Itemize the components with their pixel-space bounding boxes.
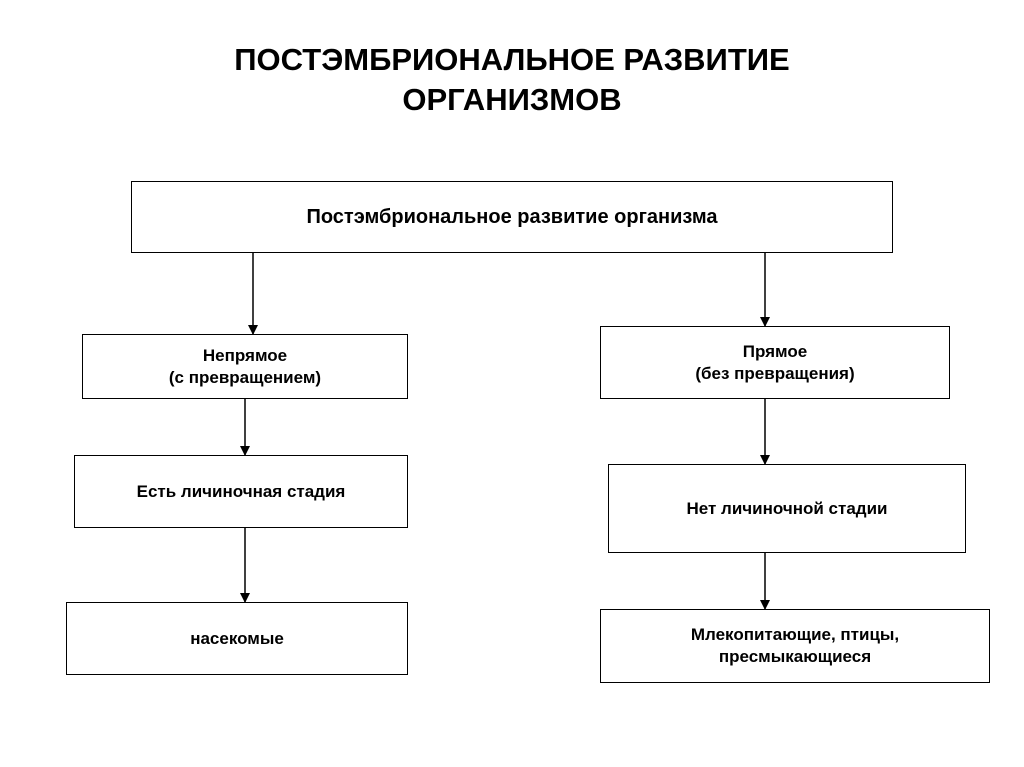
larval-stage-label: Есть личиночная стадия: [136, 481, 346, 501]
insects-label: насекомые: [190, 628, 284, 648]
vertebrates-line-1: Млекопитающие, птицы,: [690, 625, 900, 644]
title-line-2: ОРГАНИЗМОВ: [402, 82, 622, 117]
root-box: Постэмбриональное развитие организма: [131, 181, 893, 253]
direct-type-line-1: Прямое: [742, 341, 808, 361]
insects-box: насекомые: [66, 602, 408, 675]
larval-stage-box: Есть личиночная стадия: [74, 455, 408, 528]
root-label: Постэмбриональное развитие организма: [306, 206, 718, 228]
title-line-1: ПОСТЭМБРИОНАЛЬНОЕ РАЗВИТИЕ: [234, 42, 790, 77]
no-larval-stage-label: Нет личиночной стадии: [686, 498, 888, 518]
indirect-type-line-1: Непрямое: [202, 345, 288, 365]
direct-type-line-2: (без превращения): [695, 363, 855, 383]
diagram-title: ПОСТЭМБРИОНАЛЬНОЕ РАЗВИТИЕ ОРГАНИЗМОВ: [0, 40, 1024, 120]
direct-development-box: Прямое (без превращения): [600, 326, 950, 399]
vertebrates-line-2: пресмыкающиеся: [718, 647, 872, 666]
indirect-development-box: Непрямое (с превращением): [82, 334, 408, 399]
no-larval-stage-box: Нет личиночной стадии: [608, 464, 966, 553]
indirect-type-line-2: (с превращением): [168, 367, 322, 387]
vertebrates-box: Млекопитающие, птицы, пресмыкающиеся: [600, 609, 990, 683]
